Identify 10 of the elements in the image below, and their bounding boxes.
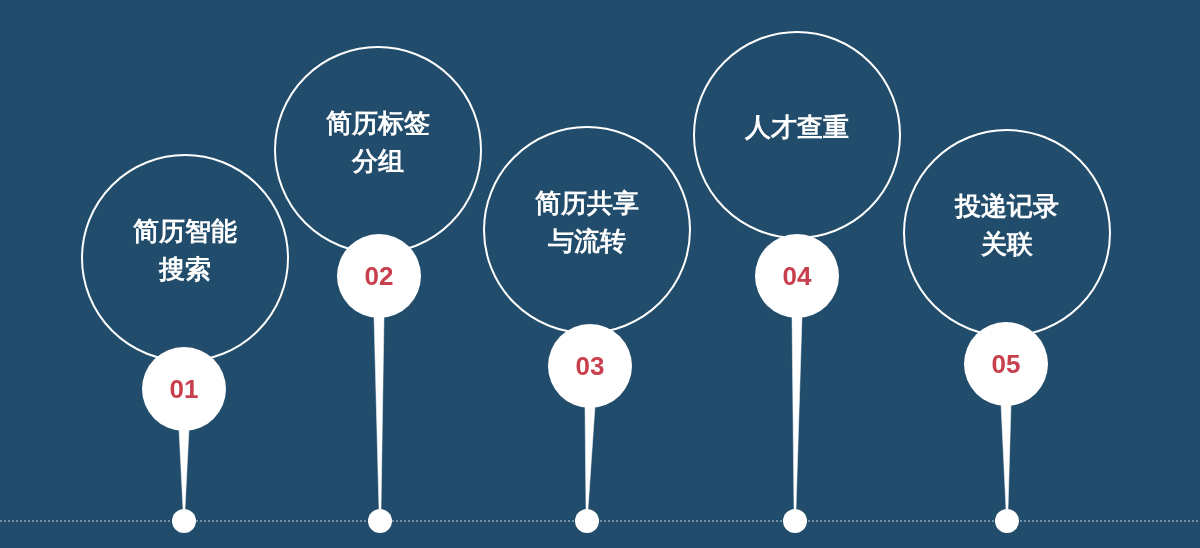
circle-title: 简历智能搜索 <box>132 215 238 286</box>
tapered-pin-connector <box>584 405 596 510</box>
tapered-pin-connector <box>1000 403 1012 510</box>
circle-title: 简历标签分组 <box>325 107 431 178</box>
tapered-pin-connector <box>178 428 190 510</box>
tapered-pin-connector <box>791 315 803 510</box>
circle-title: 投递记录关联 <box>953 190 1060 261</box>
circle-title: 简历共享与流转 <box>534 187 640 258</box>
tapered-pin-connector <box>373 315 385 510</box>
circle-title: 人才查重 <box>745 111 849 144</box>
